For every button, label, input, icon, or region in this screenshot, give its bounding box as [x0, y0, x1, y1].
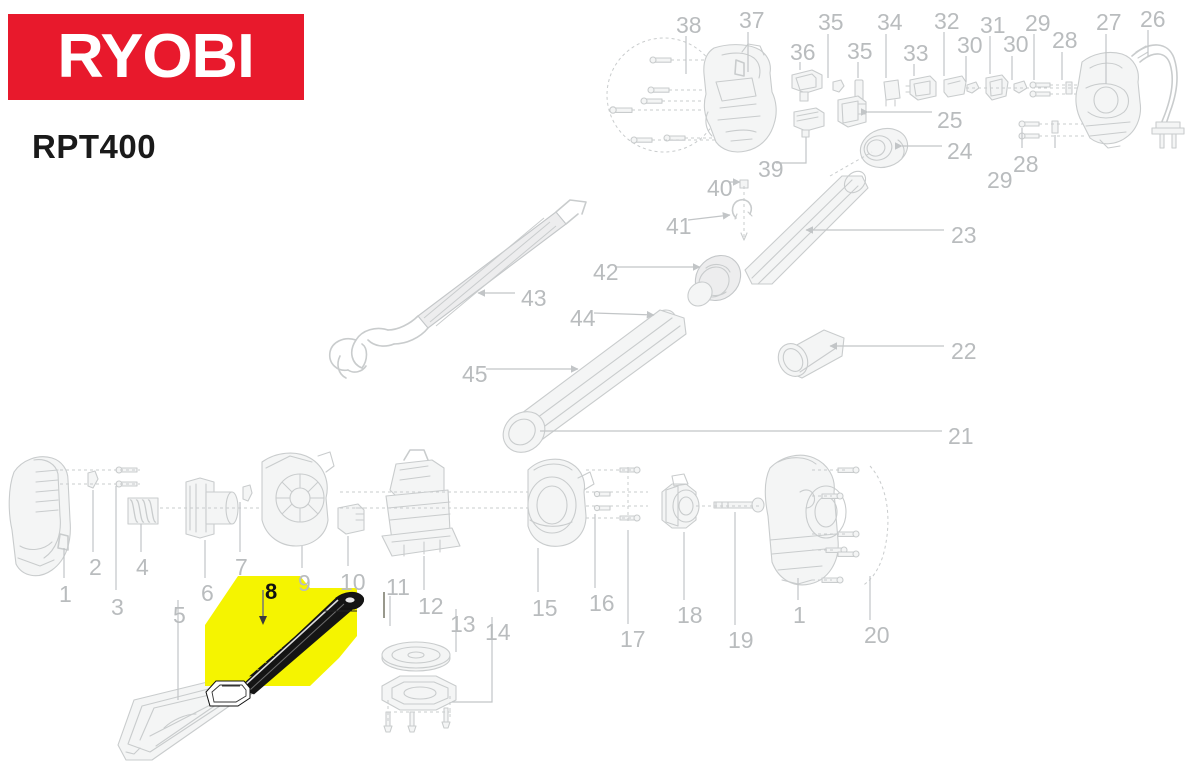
part-35a	[832, 79, 845, 93]
callout-number-23: 23	[951, 222, 977, 248]
callout-number-29: 29	[987, 167, 1013, 193]
collar-part-24	[859, 127, 909, 169]
callout-number-38: 38	[676, 12, 702, 38]
housing-part-1-right	[764, 454, 847, 586]
handle-housing-37	[703, 43, 777, 153]
callout-number-16: 16	[589, 590, 615, 616]
washer-28-bottom	[1051, 120, 1059, 134]
callout-number-31: 31	[980, 12, 1006, 38]
callout-number-44: 44	[570, 305, 596, 331]
screws-part-17	[619, 466, 641, 522]
gearbox-part-15	[527, 458, 595, 547]
callout-number-11: 11	[386, 574, 410, 600]
bolt-part-19	[713, 497, 765, 513]
callout-number-10: 10	[340, 569, 366, 595]
callout-number-24: 24	[947, 138, 973, 164]
switch-part-36	[791, 69, 823, 102]
plate-part-13	[381, 641, 451, 672]
ryobi-logo-block: RYOBI	[8, 14, 304, 100]
c-clip-part-41	[731, 198, 753, 220]
callout-number-1: 1	[793, 602, 806, 628]
callout-number-2: 2	[89, 554, 102, 580]
lower-assembly-group	[8, 449, 889, 761]
coupler-part-42	[687, 254, 742, 307]
callout-number-20: 20	[864, 622, 890, 648]
fan-part-9	[261, 451, 335, 547]
part-10-block	[337, 503, 365, 535]
callout-number-30: 30	[1003, 31, 1029, 57]
callout-number-41: 41	[666, 213, 692, 239]
screws-part-16	[593, 490, 611, 512]
sleeve-part-22	[777, 329, 845, 379]
model-number: RPT400	[32, 128, 157, 165]
callout-number-18: 18	[677, 602, 703, 628]
callout-number-45: 45	[462, 361, 488, 387]
callout-number-12: 12	[418, 593, 444, 619]
callout-number-17: 17	[620, 626, 646, 652]
shaft-assembly-group	[328, 170, 869, 453]
screws-29-top	[1029, 81, 1051, 98]
highlight-region-part-8	[205, 576, 357, 686]
callout-number-28: 28	[1013, 151, 1039, 177]
coupling-part-6	[185, 477, 239, 539]
callout-number-9: 9	[298, 570, 311, 596]
callout-number-35: 35	[847, 38, 873, 64]
callout-number-37: 37	[739, 7, 765, 33]
callout-number-43: 43	[521, 285, 547, 311]
cutting-blade-part-8	[205, 590, 365, 707]
callout-number-36: 36	[790, 39, 816, 65]
spring-part-4	[127, 497, 159, 525]
screws-under-base	[383, 707, 451, 733]
brand-name: RYOBI	[57, 22, 256, 91]
callout-number-15: 15	[532, 595, 558, 621]
callout-number-42: 42	[593, 259, 619, 285]
callout-number-8: 8	[265, 579, 278, 604]
callout-number-27: 27	[1096, 9, 1122, 35]
part-34	[883, 79, 901, 107]
callout-number-25: 25	[937, 107, 963, 133]
screw-group-38	[609, 56, 686, 144]
part-32	[943, 75, 967, 98]
lower-tube-45	[502, 309, 687, 453]
callout-number-13: 13	[450, 611, 476, 637]
part-33	[905, 75, 937, 101]
pin-part-7	[242, 484, 253, 502]
callout-number-6: 6	[201, 580, 214, 606]
callout-number-22: 22	[951, 338, 977, 364]
hub-part-18	[661, 473, 700, 529]
handle-housing-27	[1075, 51, 1142, 149]
base-part-14	[381, 675, 457, 711]
motor-part-12	[381, 449, 461, 557]
callout-leader-lines	[63, 30, 1149, 703]
housing-part-1-left	[8, 456, 71, 577]
upper-tube-23	[744, 170, 869, 285]
upper-handle-assembly-group	[606, 37, 1185, 177]
callout-number-1: 1	[59, 581, 72, 607]
part-30b	[1013, 80, 1028, 94]
callout-number-3: 3	[111, 594, 124, 620]
callout-number-34: 34	[877, 9, 903, 35]
callout-number-39: 39	[758, 156, 784, 182]
callout-number-4: 4	[136, 554, 149, 580]
callout-number-5: 5	[173, 602, 186, 628]
callout-number-29: 29	[1025, 10, 1051, 36]
callout-number-40: 40	[707, 175, 733, 201]
callout-number-28: 28	[1052, 27, 1078, 53]
callout-number-30: 30	[957, 32, 983, 58]
callout-number-33: 33	[903, 40, 929, 66]
part-25	[837, 95, 867, 128]
callout-number-7: 7	[235, 554, 248, 580]
spring-rod-43	[328, 199, 587, 379]
callout-number-19: 19	[728, 627, 754, 653]
callout-number-21: 21	[948, 423, 974, 449]
callout-number-35: 35	[818, 9, 844, 35]
callout-number-32: 32	[934, 8, 960, 34]
callout-number-14: 14	[485, 619, 511, 645]
connector-part-39	[793, 107, 825, 138]
callout-number-26: 26	[1140, 6, 1166, 32]
pin-part-2	[87, 470, 99, 489]
